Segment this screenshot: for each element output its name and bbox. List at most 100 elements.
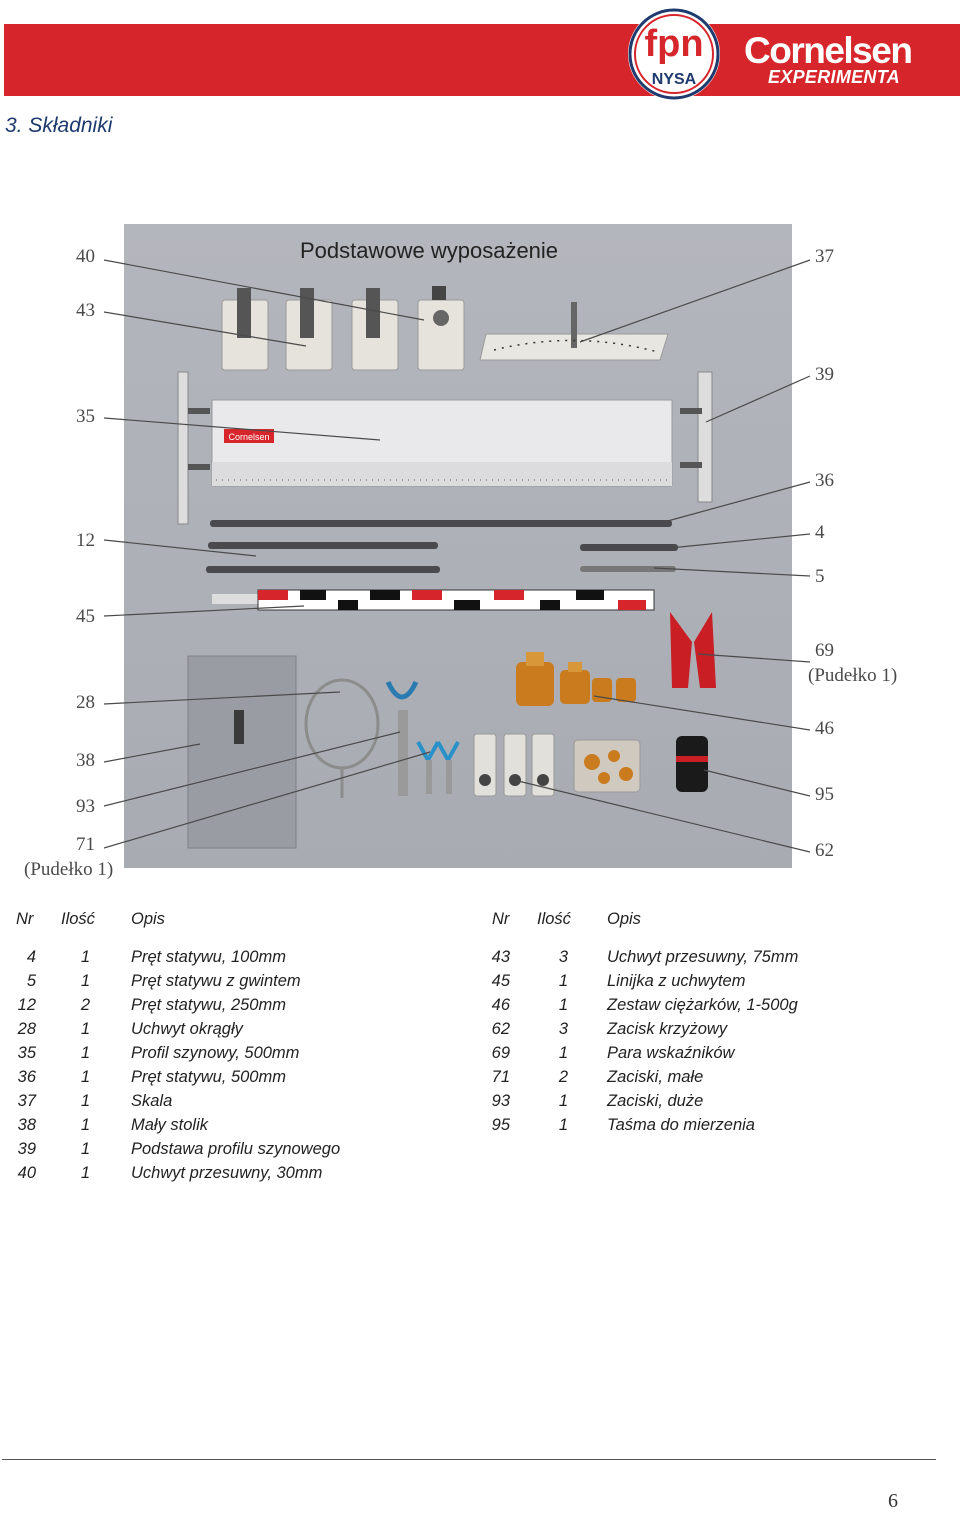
row-desc: Taśma do mierzenia [607,1116,755,1134]
row-qty: 1 [558,996,568,1014]
row-qty: 1 [80,1116,90,1134]
row-nr: 71 [491,1068,510,1086]
row-desc: Zestaw ciężarków, 1-500g [607,996,798,1014]
row-nr: 40 [17,1164,36,1182]
row-desc: Uchwyt przesuwny, 30mm [131,1164,323,1182]
row-nr: 39 [17,1140,36,1158]
row-desc: Podstawa profilu szynowego [131,1140,341,1158]
row-nr: 62 [491,1020,510,1038]
row-nr: 12 [17,996,36,1014]
callout-71: 71 [76,834,95,855]
row-nr: 46 [491,996,510,1014]
row-nr: 93 [491,1092,510,1110]
row-desc: Para wskaźników [607,1044,735,1062]
row-desc: Mały stolik [131,1116,209,1134]
tape-measure [676,736,708,792]
leader-lines [103,259,811,853]
row-qty: 1 [80,1044,90,1062]
brand-badge [738,26,960,94]
fpn-nysa-logo: fpn NYSA [628,8,720,100]
row-nr: 36 [17,1068,36,1086]
row-qty: 1 [558,1044,568,1062]
components-table-right: Nr Ilość Opis 43 3 Uchwyt przesuwny, 75m… [474,910,944,1200]
callout-40: 40 [76,246,95,267]
brand-subtitle: EXPERIMENTA [768,67,900,87]
logo-text: NYSA [652,71,697,88]
row-qty: 1 [558,1092,568,1110]
callout-36: 36 [815,470,834,491]
callout-93: 93 [76,796,95,817]
callout-12: 12 [76,530,95,551]
row-qty: 1 [80,1164,90,1182]
scale [479,302,669,361]
row-nr: 5 [26,972,36,990]
row-qty: 1 [80,1020,90,1038]
row-qty: 1 [80,1140,90,1158]
callout-5: 5 [815,566,825,587]
row-qty: 3 [558,1020,568,1038]
row-nr: 45 [491,972,510,990]
section-title: 3. Składniki [5,114,113,137]
rail-label: Cornelsen [228,432,269,442]
fork-holder [385,680,419,796]
row-qty: 1 [80,948,90,966]
equipment-illustration: Cornelsen [103,259,811,853]
box-note-69: (Pudełko 1) [808,665,898,686]
row-qty: 1 [558,972,568,990]
row-qty: 2 [558,1068,568,1086]
ring-holder [304,678,380,798]
callout-37: 37 [815,246,834,267]
page-number: 6 [888,1490,898,1512]
callout-35: 35 [76,406,95,427]
col-header-nr: Nr [16,910,34,928]
weight-set [516,652,636,706]
col-header-qty: Ilość [537,910,571,928]
footer-divider [2,1459,936,1460]
callout-69: 69 [815,640,834,661]
callout-39: 39 [815,364,834,385]
row-qty: 2 [80,996,90,1014]
callout-45: 45 [76,606,95,627]
row-nr: 35 [17,1044,36,1062]
row-qty: 1 [80,1068,90,1086]
row-nr: 69 [491,1044,510,1062]
row-desc: Pręt statywu z gwintem [131,972,301,990]
callout-62: 62 [815,840,834,861]
row-nr: 43 [491,948,510,966]
row-desc: Zaciski, małe [607,1068,704,1086]
components-table-left: Nr Ilość Opis 4 1 Pręt statywu, 100mm 5 … [0,910,470,1200]
photo-title: Podstawowe wyposażenie [300,238,559,263]
row-nr: 95 [491,1116,510,1134]
callout-28: 28 [76,692,95,713]
logo-mark: fpn [644,23,703,65]
row-nr: 28 [17,1020,36,1038]
equipment-photo: Podstawowe wyposażenie [0,222,960,890]
row-qty: 1 [80,1092,90,1110]
col-header-qty: Ilość [61,910,95,928]
row-qty: 3 [558,948,568,966]
sliding-holders [221,286,465,371]
col-header-desc: Opis [131,910,165,928]
small-clamps [416,741,460,794]
col-header-nr: Nr [492,910,510,928]
box-note-71: (Pudełko 1) [24,859,114,880]
col-header-desc: Opis [607,910,641,928]
callout-38: 38 [76,750,95,771]
row-desc: Skala [131,1092,173,1110]
small-table [187,655,297,849]
callout-4: 4 [815,522,825,543]
callout-43: 43 [76,300,95,321]
row-desc: Pręt statywu, 250mm [131,996,286,1014]
row-desc: Uchwyt okrągły [131,1020,243,1038]
row-desc: Zacisk krzyżowy [607,1020,728,1038]
row-desc: Pręt statywu, 500mm [131,1068,286,1086]
callout-95: 95 [815,784,834,805]
row-qty: 1 [558,1116,568,1134]
row-nr: 37 [17,1092,36,1110]
row-desc: Profil szynowy, 500mm [131,1044,300,1062]
row-nr: 4 [26,948,36,966]
stand-rods [206,520,678,573]
row-desc: Linijka z uchwytem [607,972,746,990]
weights-box [573,739,641,793]
row-desc: Pręt statywu, 100mm [131,948,286,966]
